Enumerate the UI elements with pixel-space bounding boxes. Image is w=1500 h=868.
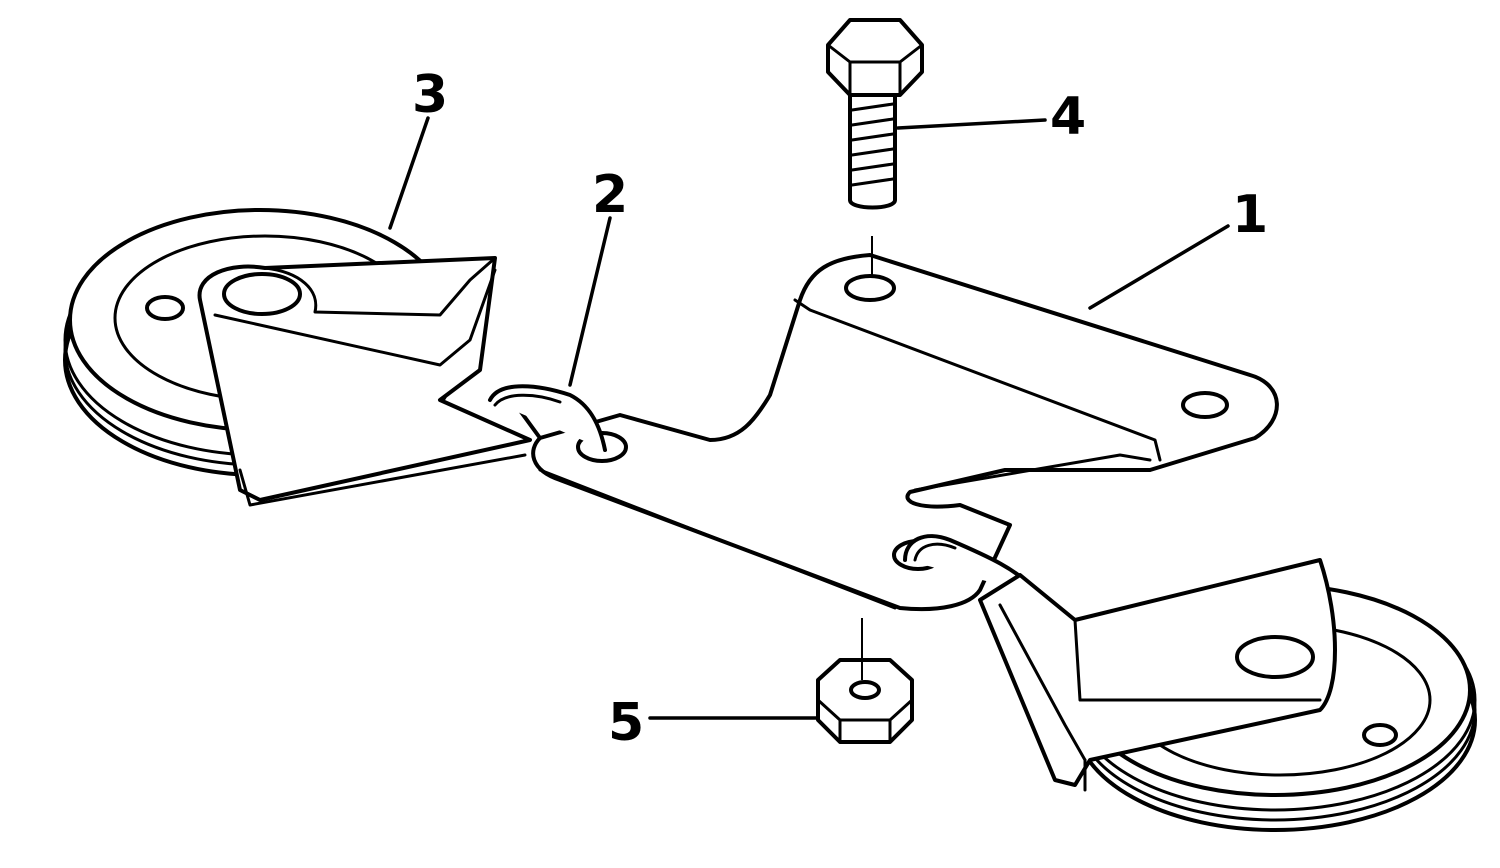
leader-2	[568, 216, 612, 387]
nut	[816, 658, 914, 744]
pulley-arm-left	[197, 256, 532, 507]
pulley-arm-right	[978, 558, 1337, 792]
callout-5: 5	[608, 693, 644, 753]
leader-1	[1088, 224, 1230, 310]
bracket	[503, 253, 1279, 612]
callout-2: 2	[592, 165, 628, 225]
callout-1: 1	[1232, 185, 1268, 245]
bolt	[826, 18, 924, 210]
leader-4	[896, 118, 1047, 130]
leader-3	[388, 116, 430, 230]
callout-3: 3	[412, 65, 448, 125]
callout-4: 4	[1050, 87, 1086, 147]
